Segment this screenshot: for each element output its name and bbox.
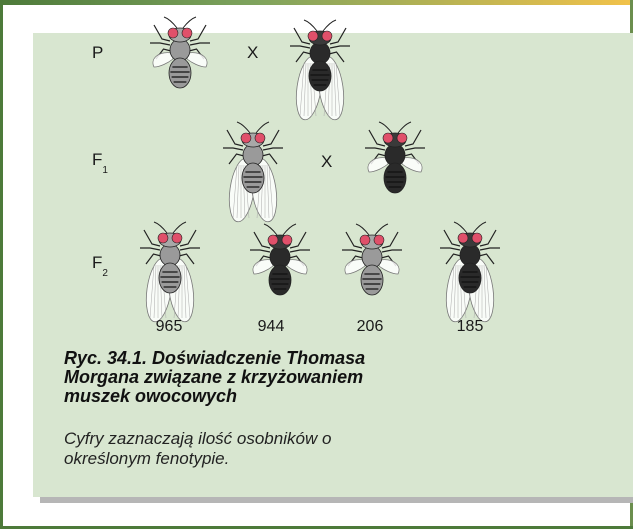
fly-antennae [237, 122, 269, 133]
fly-eye-right [472, 233, 482, 243]
fly-wing-right [187, 53, 207, 67]
figure-caption-title: Ryc. 34.1. Doświadczenie Thomasa Morgana… [64, 349, 424, 406]
fly-antennae [454, 222, 486, 233]
fly-wing-left [253, 260, 273, 274]
fly-eye-right [255, 133, 265, 143]
fly-antennae [164, 17, 196, 28]
fly-abdomen [169, 58, 191, 88]
fly-abdomen [242, 163, 264, 193]
fly-f1-black-vestigial [355, 120, 435, 220]
fly-antennae [264, 224, 296, 235]
fly-eye-right [374, 235, 384, 245]
left-border [0, 0, 3, 529]
fly-f1-grey-normal [213, 120, 293, 220]
generation-label-p: P [92, 43, 103, 63]
fly-wing-left [368, 158, 388, 172]
fly-antennae [379, 122, 411, 133]
fly-antennae [304, 20, 336, 31]
count-f2-2: 944 [241, 318, 301, 336]
count-f2-3: 206 [340, 318, 400, 336]
generation-label-f1: F1 [92, 150, 108, 172]
panel-shadow [40, 497, 633, 503]
fly-eye-left [168, 28, 178, 38]
fly-eye-right [397, 133, 407, 143]
fly-eye-left [383, 133, 393, 143]
fly-abdomen [159, 263, 181, 293]
fly-wing-right [287, 260, 307, 274]
figure-caption-description: Cyfry zaznaczają ilość osobników o okreś… [64, 429, 404, 469]
fly-abdomen [459, 263, 481, 293]
fly-wing-right [379, 260, 399, 274]
fly-antennae [154, 222, 186, 233]
fly-abdomen [384, 163, 406, 193]
fly-eye-left [158, 233, 168, 243]
fly-eye-right [282, 235, 292, 245]
fly-wing-right [402, 158, 422, 172]
fly-wing-left [345, 260, 365, 274]
fly-f2-black-vestigial [240, 222, 320, 322]
fly-antennae [356, 224, 388, 235]
generation-label-f2: F2 [92, 253, 108, 275]
fly-eye-left [308, 31, 318, 41]
top-accent-bar [0, 0, 633, 5]
fly-f2-grey-vestigial [332, 222, 412, 322]
fly-p-grey-vestigial [140, 15, 220, 115]
fly-eye-right [182, 28, 192, 38]
fly-abdomen [361, 265, 383, 295]
fly-f2-black-normal [430, 220, 510, 320]
cross-symbol-p: X [247, 43, 258, 63]
fly-eye-right [322, 31, 332, 41]
fly-abdomen [309, 61, 331, 91]
count-f2-4: 185 [440, 318, 500, 336]
fly-eye-right [172, 233, 182, 243]
fly-p-black-normal [280, 18, 360, 118]
count-f2-1: 965 [139, 318, 199, 336]
fly-wing-left [153, 53, 173, 67]
fly-abdomen [269, 265, 291, 295]
cross-symbol-f1: X [321, 152, 332, 172]
fly-eye-left [360, 235, 370, 245]
fly-eye-left [268, 235, 278, 245]
fly-eye-left [241, 133, 251, 143]
fly-eye-left [458, 233, 468, 243]
fly-f2-grey-normal [130, 220, 210, 320]
